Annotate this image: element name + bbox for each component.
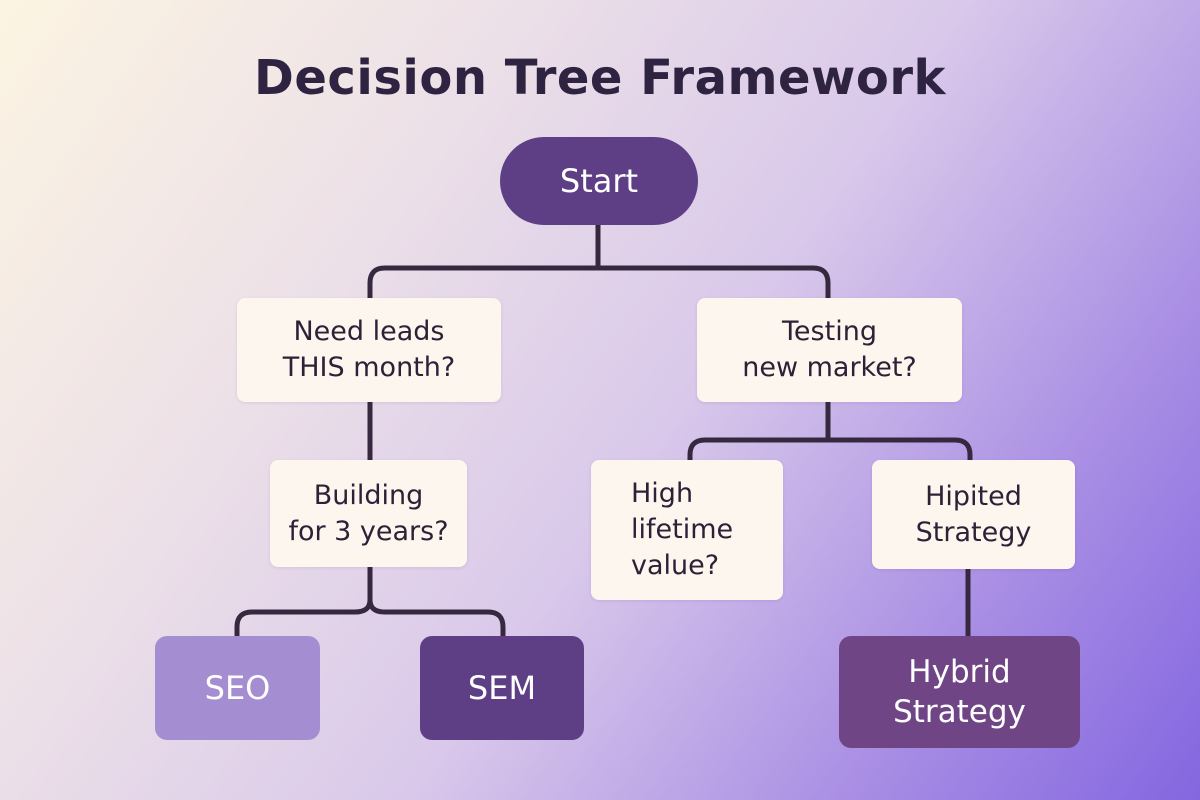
start-node: Start — [500, 137, 698, 225]
connector-start-split — [367, 222, 831, 301]
seo-node: SEO — [155, 636, 320, 740]
high-ltv-node: High lifetime value? — [591, 460, 783, 600]
testing-market-node: Testing new market? — [697, 298, 962, 402]
sem-node: SEM — [420, 636, 584, 740]
hipited-strategy-node: Hipited Strategy — [872, 460, 1075, 569]
building-node: Building for 3 years? — [270, 460, 467, 567]
diagram-title: Decision Tree Framework — [254, 50, 946, 106]
hybrid-strategy-node: Hybrid Strategy — [839, 636, 1080, 748]
connector-market-split — [687, 399, 973, 463]
need-leads-node: Need leads THIS month? — [237, 298, 501, 402]
connector-building-split — [234, 564, 506, 639]
